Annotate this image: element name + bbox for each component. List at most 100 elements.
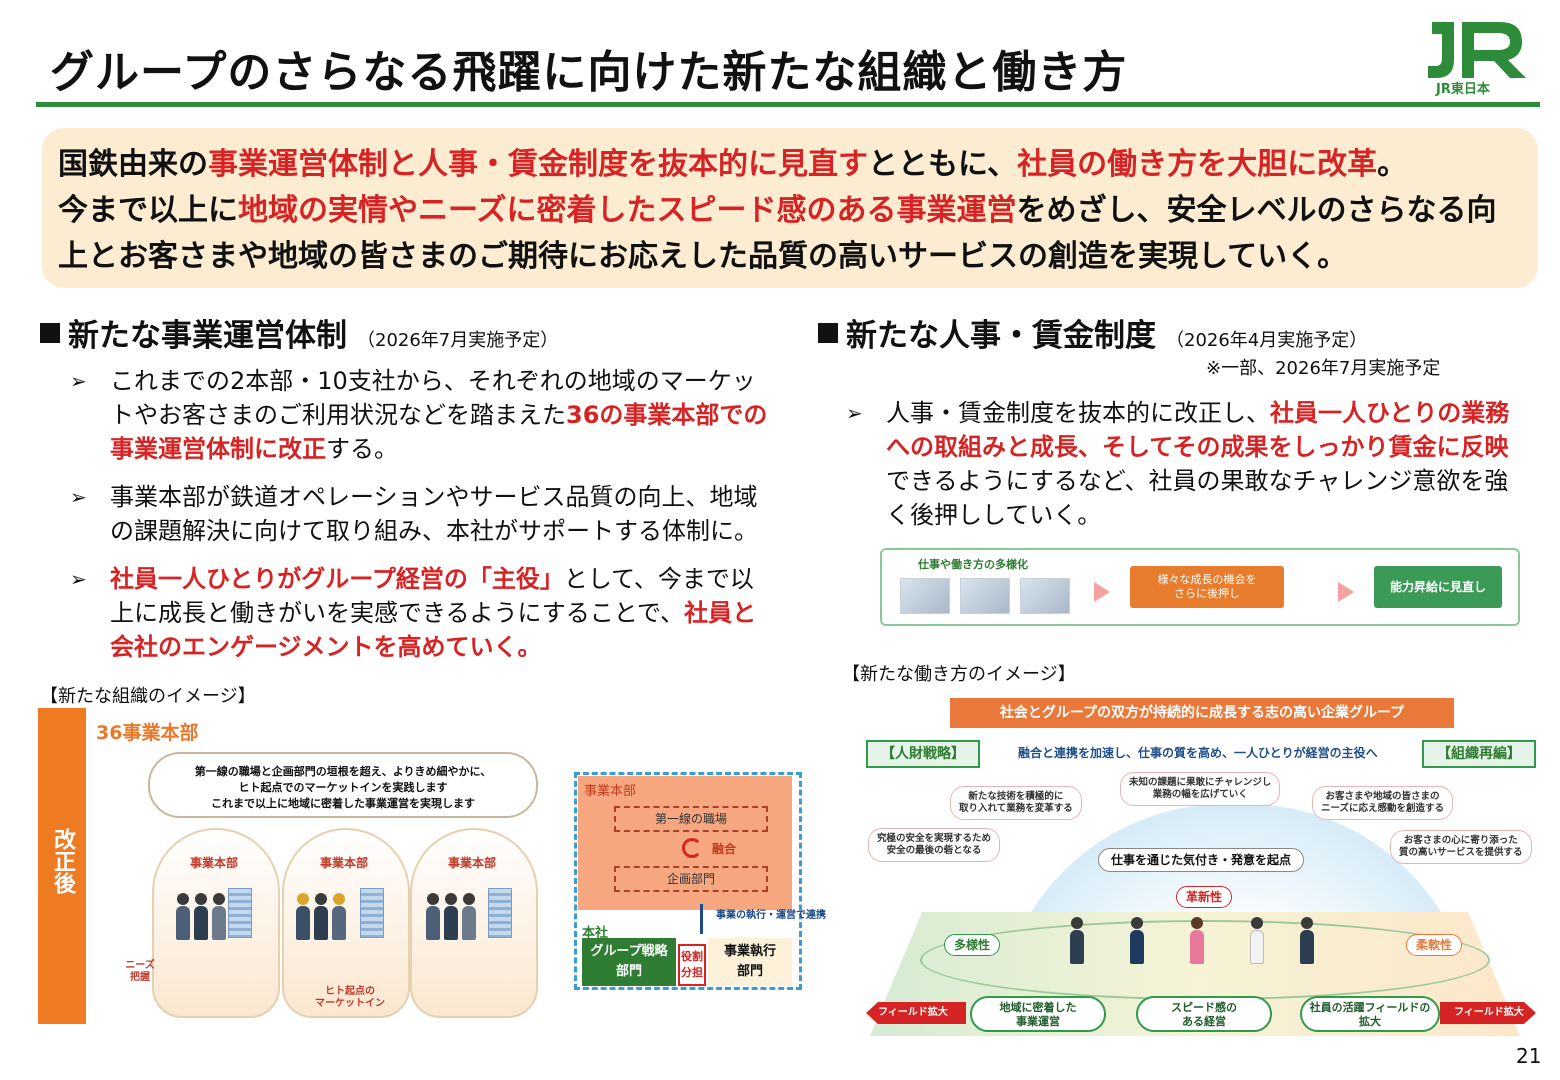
office-building-icon xyxy=(360,888,384,938)
reorg-tag: 【組織再編】 xyxy=(1422,740,1536,768)
person-icon xyxy=(314,893,328,940)
page-number: 21 xyxy=(1516,1044,1542,1068)
arrow-right-icon xyxy=(1338,582,1354,602)
note-line: 未知の課題に果敢にチャレンジし xyxy=(1129,777,1272,788)
person-icon xyxy=(1190,917,1204,964)
person-icon xyxy=(1300,917,1314,964)
flow-tag: 仕事や働き方の多様化 xyxy=(918,558,1028,571)
title-rule xyxy=(36,102,1540,107)
office-building-icon xyxy=(488,888,512,938)
flexibility-tag: 柔軟性 xyxy=(1406,934,1462,956)
bullet-text: これまでの2本部・10支社から、それぞれの地域のマーケットやお客さまのご利用状況… xyxy=(110,367,756,429)
bullet-text: する。 xyxy=(326,435,398,463)
person-icon xyxy=(462,893,476,940)
link-arrow-icon xyxy=(700,904,703,934)
employee-group xyxy=(1300,900,1330,964)
note-line: お客さまの心に寄り添った xyxy=(1403,835,1518,846)
field-expand-left: フィールド拡大 xyxy=(866,1002,966,1024)
page-title: グループのさらなる飛躍に向けた新たな組織と働き方 xyxy=(50,47,1128,98)
dome-label: 事業本部 xyxy=(448,856,497,870)
bullet-text: 人事・賃金制度を抜本的に改正し、 xyxy=(886,399,1270,427)
right-schedule: （2026年4月実施予定） xyxy=(1166,330,1368,351)
business-exec-line: 部門 xyxy=(736,964,763,979)
bubble-line: 第一線の職場と企画部門の垣根を超え、よりきめ細やかに、 xyxy=(194,765,492,778)
group-strategy-line: グループ戦略 xyxy=(590,944,668,959)
note-line: 取り入れて業務を変革する xyxy=(959,803,1073,814)
pillar-line: 事業運営 xyxy=(1016,1015,1060,1028)
note-line: 質の高いサービスを提供する xyxy=(1399,847,1523,858)
office-building-icon xyxy=(228,888,252,938)
staff-group xyxy=(426,876,486,940)
fusion-statement: 融合と連携を加速し、仕事の質を高め、一人ひとりが経営の主役へ xyxy=(1018,746,1378,760)
role-split-box: 役割 分担 xyxy=(678,944,706,986)
hr-strategy-tag: 【人財戦略】 xyxy=(866,740,980,768)
summary-highlight: 事業運営体制と人事・賃金制度を抜本的に見直す xyxy=(208,147,868,182)
bullet-highlight: 社員と会社のエンゲージメントを高めていく。 xyxy=(110,599,757,661)
exec-link-label: 事業の執行・運営で連携 xyxy=(716,910,826,921)
bullet-text: できるようにするなど、社員の果敢なチャレンジ意欲を強く後押ししていく。 xyxy=(886,467,1509,529)
arrow-bullet-icon: ➢ xyxy=(70,485,87,509)
flow-support-line: 様々な成長の機会を xyxy=(1157,573,1257,586)
bubble-line: ヒト起点でのマーケットインを実践します xyxy=(238,781,448,794)
bubble-line: これまで以上に地域に密着した事業運営を実現します xyxy=(211,797,475,810)
role-line: 分担 xyxy=(681,966,703,979)
list-item: ➢ 社員一人ひとりがグループ経営の「主役」として、今まで以上に成長と働きがいを実… xyxy=(66,562,776,664)
needs-line: ニーズ xyxy=(125,960,155,971)
needs-label: ニーズ 把握 xyxy=(120,960,160,984)
note-line: 新たな技術を積極的に xyxy=(968,791,1064,802)
value-note: 究極の安全を実現するため 安全の最後の砦となる xyxy=(868,828,1001,862)
person-icon xyxy=(444,893,458,940)
left-bullets: ➢ これまでの2本部・10支社から、それぞれの地域のマーケットやお客さまのご利用… xyxy=(66,364,776,678)
value-note: 新たな技術を積極的に 取り入れて業務を変革する xyxy=(950,786,1082,820)
note-line: ニーズに応え感動を創造する xyxy=(1321,803,1445,814)
field-expand-right: フィールド拡大 xyxy=(1440,1002,1536,1024)
fusion-label: 融合 xyxy=(712,842,737,856)
jr-logo-icon xyxy=(1428,22,1526,78)
hq-box-label: 事業本部 xyxy=(584,784,637,799)
flow-result-box: 能力昇給に見直し xyxy=(1374,566,1502,608)
right-section-heading: 新たな人事・賃金制度（2026年4月実施予定） xyxy=(818,310,1367,355)
right-figure-caption: 【新たな働き方のイメージ】 xyxy=(842,664,1076,685)
flow-support-box: 様々な成長の機会を さらに後押し xyxy=(1130,566,1284,608)
bullet-highlight: 社員一人ひとりの業務への取組みと成長、そしてその成果をしっかり賃金に反映 xyxy=(886,399,1510,461)
honsha-label: 本社 xyxy=(582,926,609,941)
diversity-tag: 多様性 xyxy=(944,934,1000,956)
group-strategy-box: グループ戦略 部門 xyxy=(582,938,676,986)
dome-label: 事業本部 xyxy=(190,856,239,870)
right-bullets: ➢ 人事・賃金制度を抜本的に改正し、社員一人ひとりの業務への取組みと成長、そして… xyxy=(842,396,1526,546)
flow-support-line: さらに後押し xyxy=(1174,587,1240,600)
pillar-pill: 社員の活躍フィールドの 拡大 xyxy=(1300,996,1440,1032)
person-icon xyxy=(194,893,208,940)
person-icon xyxy=(1250,917,1264,964)
left-heading-text: 新たな事業運営体制 xyxy=(68,318,347,354)
pillar-line: 地域に密着した xyxy=(999,1001,1077,1014)
summary-highlight: 地域の実情やニーズに密着したスピード感のある事業運営 xyxy=(238,193,1017,228)
person-icon xyxy=(332,893,346,940)
summary-text: 国鉄由来の xyxy=(58,147,208,182)
market-in-line: ヒト起点の xyxy=(325,986,375,997)
list-item: ➢ 人事・賃金制度を抜本的に改正し、社員一人ひとりの業務への取組みと成長、そして… xyxy=(842,396,1526,532)
person-icon xyxy=(296,893,310,940)
summary-box: 国鉄由来の事業運営体制と人事・賃金制度を抜本的に見直すとともに、社員の働き方を大… xyxy=(42,128,1538,288)
bullet-highlight: 社員一人ひとりがグループ経営の「主役」 xyxy=(110,565,564,593)
summary-text: とともに、 xyxy=(868,147,1018,182)
summary-text: をめざし、安全レベルのさらなる向上とお客さまや地域の皆さまのご期待にお応えした品… xyxy=(58,193,1497,274)
summary-text: 。 xyxy=(1377,147,1408,182)
bullet-square-icon xyxy=(818,323,838,343)
market-in-label: ヒト起点の マーケットイン xyxy=(300,986,400,1010)
person-icon xyxy=(176,893,190,940)
value-note: お客さまや地域の皆さまの ニーズに応え感動を創造する xyxy=(1312,786,1454,820)
summary-text: 今まで以上に xyxy=(58,193,238,228)
staff-group xyxy=(296,876,360,940)
fusion-cycle-icon xyxy=(682,838,702,858)
person-icon xyxy=(1130,917,1144,964)
arrow-bullet-icon: ➢ xyxy=(70,369,87,393)
person-icon xyxy=(212,893,226,940)
logo-caption: JR東日本 xyxy=(1436,82,1490,97)
role-line: 役割 xyxy=(681,950,703,963)
needs-line: 把握 xyxy=(130,972,150,983)
office-photo xyxy=(900,578,950,614)
left-schedule: （2026年7月実施予定） xyxy=(357,330,559,351)
employee-group xyxy=(1070,900,1290,964)
note-line: お客さまや地域の皆さまの xyxy=(1325,791,1440,802)
